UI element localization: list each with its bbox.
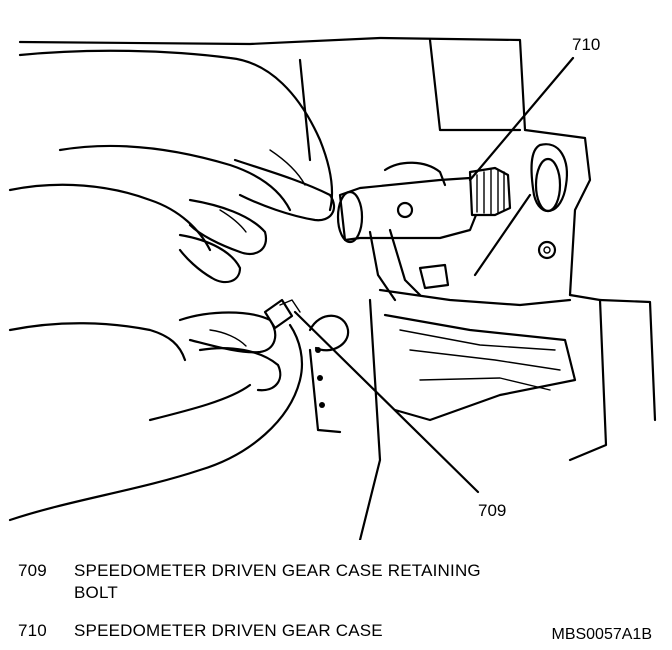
callout-710: 710 xyxy=(572,35,601,54)
speedometer-gear-illustration xyxy=(8,36,657,540)
retaining-bolt xyxy=(263,298,350,434)
legend-item-710: 710 SPEEDOMETER DRIVEN GEAR CASE xyxy=(18,620,518,642)
legend-text: SPEEDOMETER DRIVEN GEAR CASE xyxy=(74,621,383,640)
legend-number: 710 xyxy=(18,621,47,640)
legend-text-line-2: BOLT xyxy=(74,583,118,602)
figure-code: MBS0057A1B xyxy=(551,626,652,643)
legend-text: SPEEDOMETER DRIVEN GEAR CASE RETAINING B… xyxy=(74,560,614,604)
upper-hand xyxy=(8,49,336,284)
leader-line-710 xyxy=(468,56,575,182)
transmission-housing xyxy=(18,36,657,540)
lower-hand xyxy=(8,311,304,522)
speedometer-driven-gear-case xyxy=(336,161,512,302)
legend-text-line-1: SPEEDOMETER DRIVEN GEAR CASE RETAINING xyxy=(74,561,481,580)
leader-line-709 xyxy=(293,310,480,494)
callout-709: 709 xyxy=(478,501,507,520)
legend-number: 709 xyxy=(18,561,47,580)
legend-item-709: 709 SPEEDOMETER DRIVEN GEAR CASE RETAINI… xyxy=(18,560,658,604)
